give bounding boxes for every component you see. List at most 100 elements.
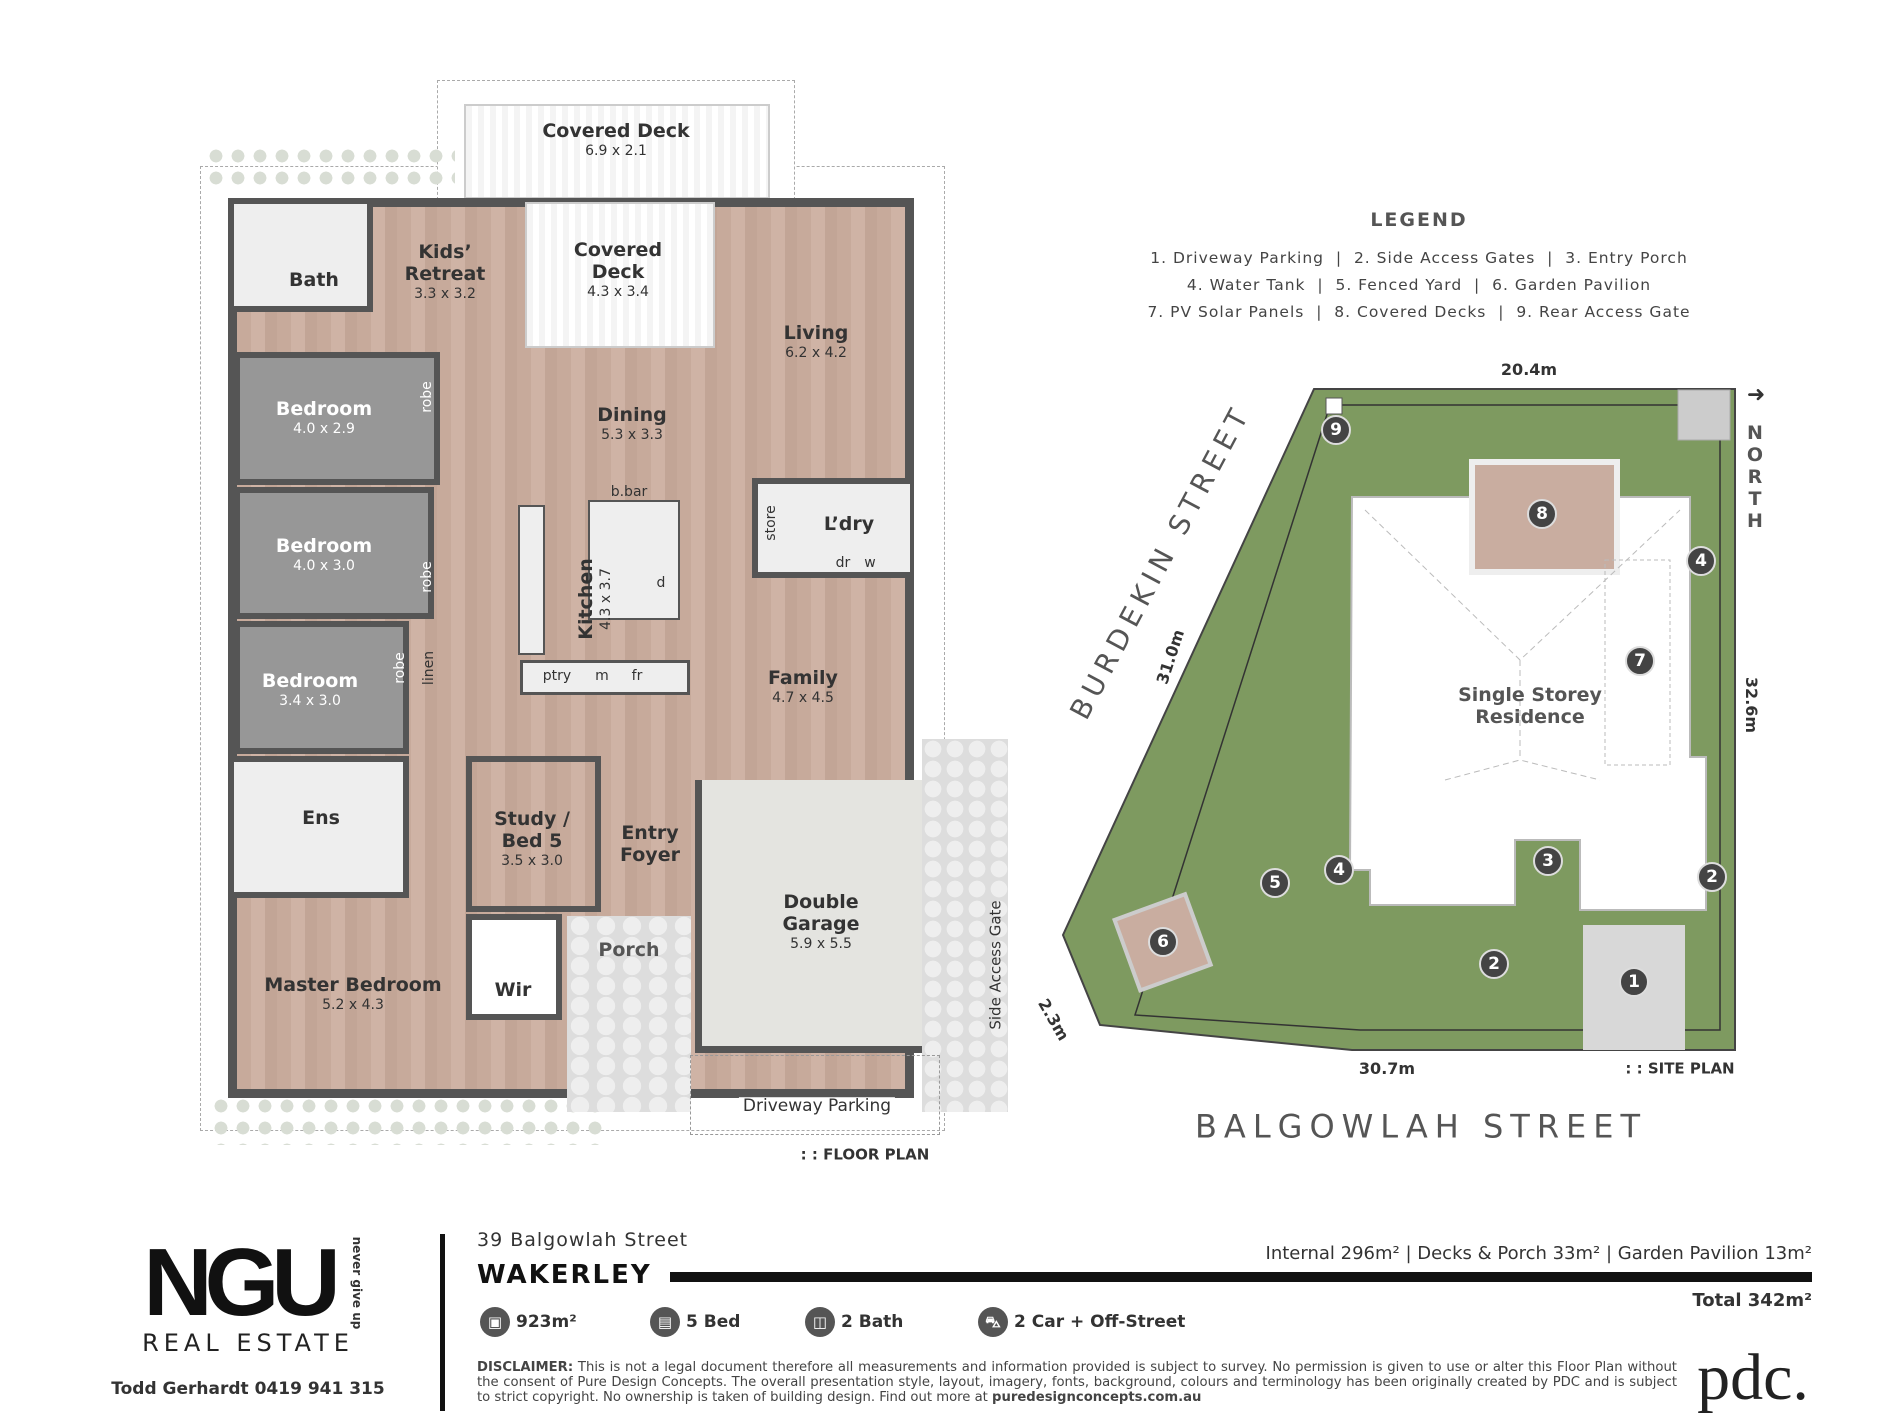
garage-room (695, 780, 949, 1053)
side-access-strip (922, 739, 1008, 1112)
north-arrow-icon: ➜ (1746, 382, 1766, 408)
pdc-logo: pdc. (1697, 1341, 1809, 1415)
kitchen-bench (518, 505, 545, 655)
site-marker: 7 (1625, 646, 1655, 676)
label-dryer: dr (835, 554, 851, 571)
brand-tagline: never give up (349, 1236, 364, 1330)
bed-icon: ▤ (650, 1307, 680, 1337)
site-marker: 9 (1321, 415, 1351, 445)
roof-ridges (1364, 509, 1681, 781)
divider (440, 1234, 445, 1411)
legend-line: 4. Water Tank | 5. Fenced Yard | 6. Gard… (1186, 276, 1652, 295)
bath-icon: ◫ (805, 1307, 835, 1337)
dim-right: 32.6m (1742, 676, 1762, 734)
site-marker: 4 (1686, 546, 1716, 576)
legend-line: 7. PV Solar Panels | 8. Covered Decks | … (1147, 303, 1691, 322)
area-summary: Internal 296m² | Decks & Porch 33m² | Ga… (1265, 1243, 1812, 1264)
hedge (210, 1095, 610, 1145)
feature-label: 923m² (516, 1312, 577, 1332)
site-marker: 2 (1697, 862, 1727, 892)
label-bbar: b.bar (610, 483, 648, 500)
feature-car: ⛍ 2 Car + Off-Street (978, 1307, 1185, 1337)
brand-sub: REAL ESTATE (142, 1329, 354, 1358)
site-marker: 3 (1533, 846, 1563, 876)
rear-gate (1325, 397, 1343, 415)
site-marker: 5 (1260, 868, 1290, 898)
feature-bed: ▤5 Bed (650, 1307, 740, 1337)
agent-contact: Todd Gerhardt 0419 941 315 (111, 1379, 385, 1400)
disclaimer: DISCLAIMER: This is not a legal document… (477, 1360, 1677, 1405)
site-marker: 4 (1324, 855, 1354, 885)
disclaimer-heading: DISCLAIMER: (477, 1360, 574, 1375)
car-icon: ⛍ (978, 1307, 1008, 1337)
bedroom-3 (234, 621, 409, 754)
room-label-wir: Wir (494, 979, 532, 1002)
bedroom-1 (234, 352, 440, 485)
driveway (690, 1055, 940, 1135)
covered-deck-rear (464, 104, 770, 199)
legend-title: LEGEND (1370, 209, 1468, 232)
room-label-bath: Bath (289, 269, 339, 292)
site-marker: 6 (1148, 927, 1178, 957)
feature-label: 2 Bath (841, 1312, 904, 1332)
room-label-laundry: L’dry (823, 513, 875, 536)
feature-land: ▣ 923m² (480, 1307, 577, 1337)
dim-bottom: 30.7m (1358, 1058, 1416, 1078)
room-label-ensuite: Ens (302, 807, 340, 830)
address: 39 Balgowlah Street (477, 1229, 689, 1251)
dim-top: 20.4m (1500, 359, 1558, 379)
label-dishwasher: d (656, 574, 666, 591)
disclaimer-text: This is not a legal document therefore a… (477, 1360, 1677, 1405)
study-room (466, 756, 601, 912)
hedge (205, 145, 455, 190)
ensuite-room (234, 756, 409, 898)
label-pantry: ptry (542, 667, 572, 684)
porch-area (567, 916, 691, 1112)
residence-label: Single Storey Residence (1458, 684, 1602, 728)
brand-logo: NGU (143, 1228, 340, 1336)
site-plan-caption: : : SITE PLAN (1625, 1059, 1735, 1078)
laundry-room (752, 478, 910, 578)
site-marker: 8 (1527, 499, 1557, 529)
label-microwave: m (595, 667, 609, 684)
kitchen-island (588, 500, 680, 620)
bath-room (234, 204, 373, 312)
north-label: NORTH (1746, 422, 1766, 532)
label-driveway-parking: Driveway Parking (738, 1097, 896, 1117)
room-label-porch: Porch (598, 939, 660, 962)
floor-plan-caption: : : FLOOR PLAN (800, 1145, 930, 1164)
feature-label: 2 Car + Off-Street (1014, 1312, 1186, 1332)
pantry (520, 660, 690, 695)
solar-panels (1604, 559, 1671, 766)
room-label-entry-foyer: Entry Foyer (620, 822, 680, 866)
suburb: WAKERLEY (477, 1260, 652, 1290)
land-icon: ▣ (480, 1307, 510, 1337)
legend-line: 1. Driveway Parking | 2. Side Access Gat… (1150, 249, 1688, 268)
title-bar (670, 1272, 1812, 1282)
street-front-label: BALGOWLAH STREET (1194, 1107, 1648, 1146)
area-total: Total 342m² (1692, 1290, 1812, 1311)
site-marker: 2 (1479, 949, 1509, 979)
disclaimer-link[interactable]: puredesignconcepts.com.au (992, 1390, 1202, 1405)
feature-bath: ◫ 2 Bath (805, 1307, 903, 1337)
wir-room (466, 914, 562, 1020)
site-marker: 1 (1619, 967, 1649, 997)
label-washer: w (864, 554, 876, 571)
residence-roof (1348, 496, 1707, 911)
shed (1677, 389, 1731, 441)
bedroom-2 (234, 487, 434, 619)
covered-deck-inner (525, 202, 715, 348)
